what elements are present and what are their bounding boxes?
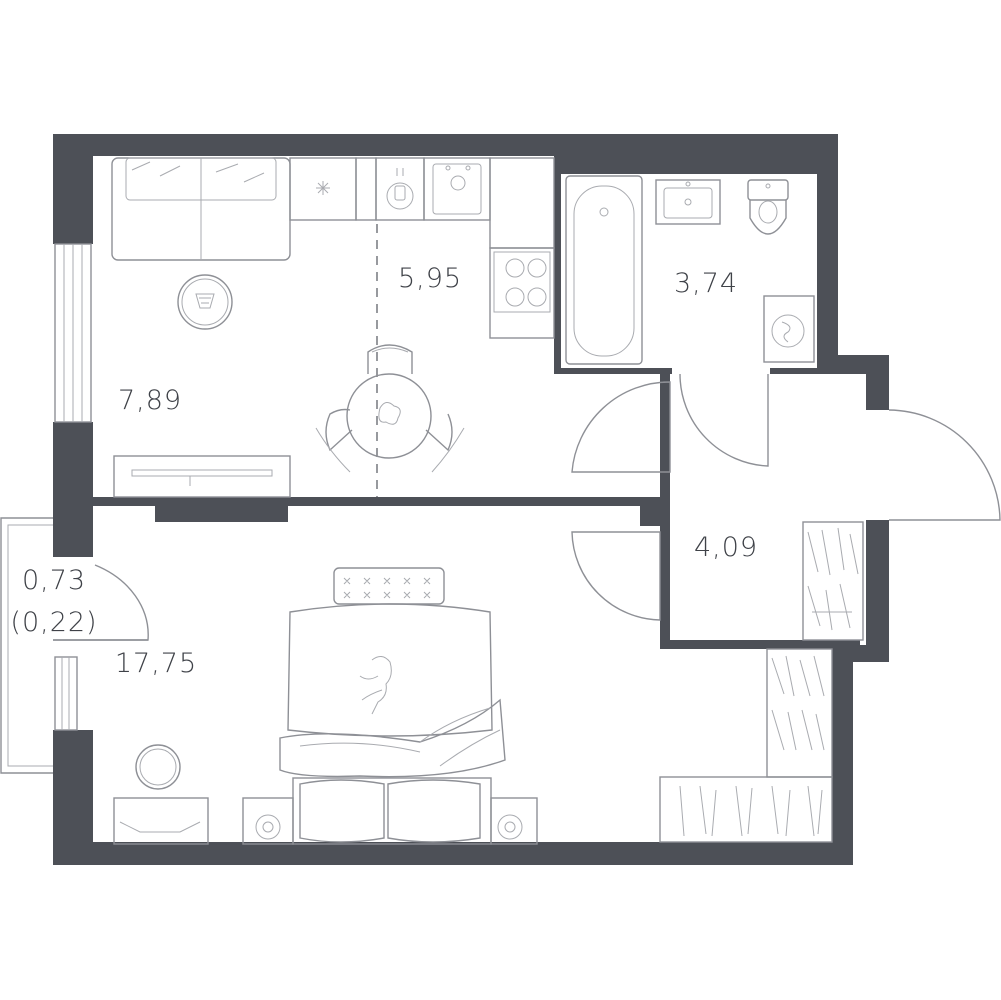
wall-hall-left-lower [660, 526, 670, 646]
star-icon [316, 181, 330, 195]
washbasin [655, 179, 721, 225]
washing-machine [763, 295, 815, 363]
wardrobe-horizontal [659, 776, 833, 843]
room-area-balcony: 0,73 [21, 565, 87, 596]
room-area-bathroom: 3,74 [673, 268, 739, 299]
round-mirror [135, 744, 181, 790]
wall-entrance-jamb [866, 355, 889, 410]
wall-divider [93, 497, 660, 506]
wall-right-upper [817, 134, 838, 374]
headboard [333, 567, 445, 605]
wall-hall-bottom [660, 640, 860, 649]
wall-bath-bottom-b [770, 368, 830, 374]
room-area-living: 7,89 [117, 385, 183, 416]
balcony [0, 517, 149, 774]
furniture-living [111, 157, 555, 498]
nightstand-left [242, 797, 294, 845]
room-area-bedroom: 17,75 [114, 648, 198, 679]
wardrobe-vertical [766, 648, 833, 778]
round-rug [177, 274, 233, 330]
bath-door [679, 373, 769, 467]
toilet [747, 179, 789, 235]
wall-bottom [53, 842, 853, 865]
water-filter-icon [375, 157, 425, 221]
wall-top [53, 134, 838, 156]
stove [489, 247, 555, 339]
bed [279, 603, 506, 845]
kitchen-sink [423, 157, 491, 221]
bathtub [565, 175, 643, 365]
wall-left-upper [53, 134, 93, 244]
furniture-bathroom [565, 175, 815, 365]
wall-bath-left [554, 156, 561, 374]
window-bedroom [54, 656, 78, 731]
wall-bath-top [554, 156, 817, 174]
wall-right-mid [866, 520, 889, 662]
entrance-door [888, 409, 1001, 521]
doors [571, 373, 1001, 621]
wall-left-middle [53, 422, 93, 557]
kitchen-door [571, 381, 671, 473]
sofa [111, 157, 291, 261]
bedroom-door [571, 531, 661, 621]
balcony-door [53, 564, 149, 641]
room-area-kitchen: 5,95 [397, 263, 463, 294]
walls [53, 134, 889, 865]
windows [54, 243, 92, 731]
hall-wardrobe [802, 521, 864, 641]
wall-bath-bottom-a [554, 368, 672, 374]
room-area-hallway: 4,09 [693, 532, 759, 563]
furniture-bedroom [113, 567, 833, 845]
wall-right-lower [832, 645, 853, 865]
cat-illustration [359, 656, 392, 715]
wall-divider-thick [155, 506, 288, 522]
wall-hall-left-upper [660, 374, 670, 524]
desk [113, 797, 209, 845]
nightstand-right [490, 797, 538, 845]
tv-stand [113, 455, 291, 498]
room-area-balcony-reduced: (0,22) [10, 607, 98, 638]
dining-table [315, 344, 465, 473]
wall-divider-right [640, 506, 670, 526]
